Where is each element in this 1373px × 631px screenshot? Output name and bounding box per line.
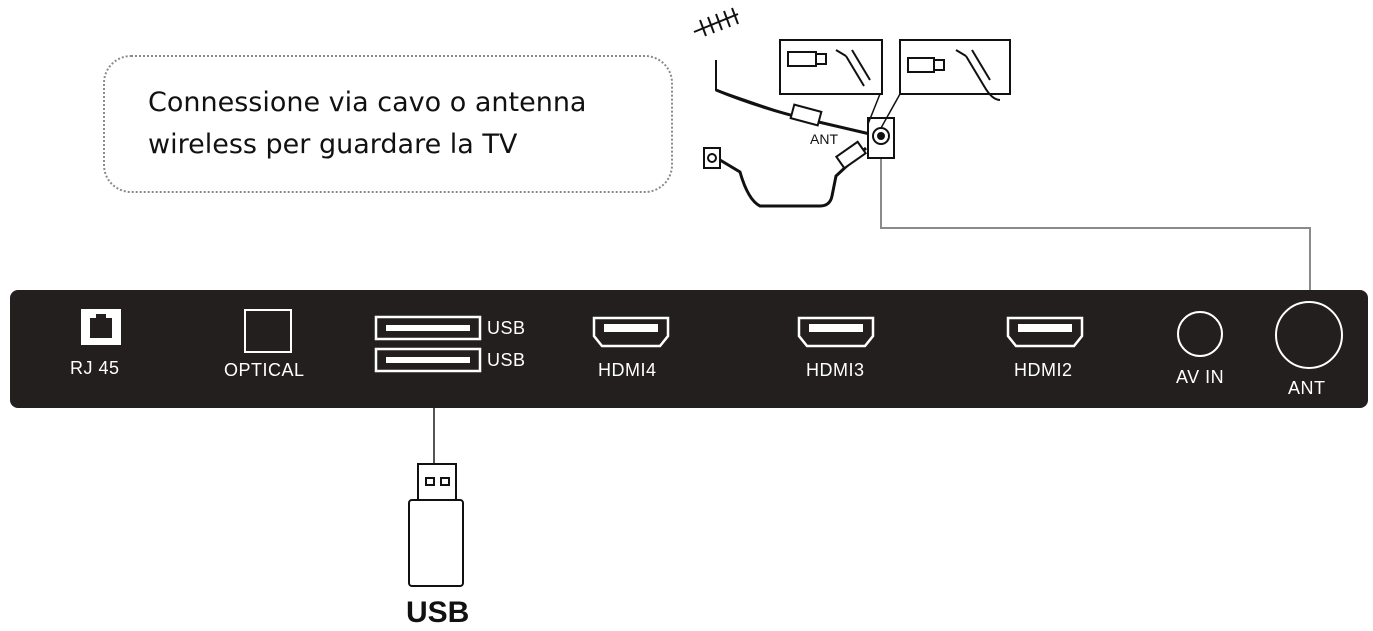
callout-text-line-2: wireless per guardare la TV — [148, 129, 518, 160]
antenna-illustration — [693, 7, 1011, 208]
hdmi4-label: HDMI4 — [598, 360, 657, 380]
plug-inset-box-2 — [899, 39, 1011, 95]
usb-flash-drive-icon — [408, 463, 464, 587]
socket-cable — [719, 146, 868, 208]
callout-text-line-1: Connessione via cavo o antenna — [148, 87, 587, 118]
antenna-diagram-ant-label: ANT — [808, 131, 840, 147]
usb-top-label: USB — [487, 318, 526, 338]
antenna-connector-line — [880, 150, 1311, 292]
rj45-port-icon — [81, 309, 121, 345]
ant-port-icon — [1275, 301, 1343, 369]
wall-line — [715, 60, 781, 113]
av-in-port-icon — [1177, 311, 1223, 357]
usb-port-icon — [374, 347, 482, 373]
tv-back-panel — [10, 290, 1368, 408]
optical-label: OPTICAL — [224, 360, 305, 380]
optical-port-icon — [244, 309, 292, 353]
info-callout: Connessione via cavo o antenna wireless … — [103, 55, 673, 193]
tv-ant-socket-icon — [872, 127, 890, 145]
av-in-label: AV IN — [1176, 367, 1225, 387]
hdmi-port-icon — [592, 316, 670, 348]
hdmi2-label: HDMI2 — [1014, 360, 1073, 380]
hdmi-port-icon — [1006, 316, 1084, 348]
ant-label: ANT — [1288, 378, 1326, 398]
usb-bottom-label: USB — [487, 350, 526, 370]
rj45-label: RJ 45 — [70, 358, 120, 378]
usb-device-label: USB — [406, 596, 470, 629]
hdmi3-label: HDMI3 — [806, 360, 865, 380]
roof-antenna-icon — [693, 7, 739, 37]
wall-socket-icon — [703, 147, 721, 169]
hdmi-port-icon — [797, 316, 875, 348]
usb-port-icon — [374, 315, 482, 341]
